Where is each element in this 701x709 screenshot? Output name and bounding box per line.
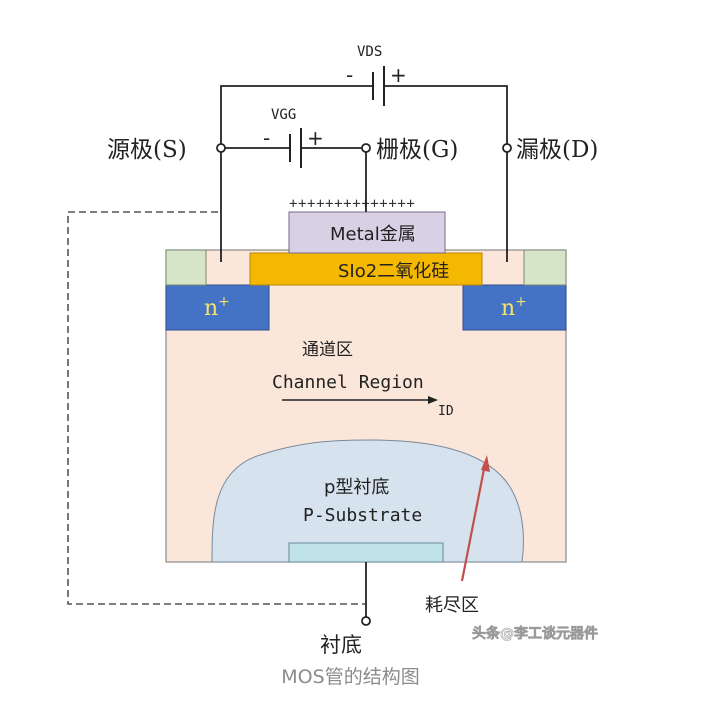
metal-label: Metal金属: [330, 224, 416, 245]
vgg-plus: +: [307, 126, 324, 150]
depletion-pointer-arrow: [460, 463, 487, 582]
vgg-minus: -: [263, 126, 270, 150]
watermark: 头条@李工谈元器件: [472, 625, 598, 642]
n-plus-left-label: n+: [204, 294, 230, 321]
source-terminal: [216, 143, 226, 153]
n-plus-region-left: [165, 284, 270, 331]
channel-label-en: Channel Region: [272, 372, 424, 393]
metal-gate: [288, 211, 446, 254]
vgg-label: VGG: [271, 107, 296, 123]
drain-current-arrowhead: [428, 396, 438, 404]
gate-charges: ++++++++++++++: [289, 196, 415, 212]
contact-block-right: [523, 249, 567, 286]
vds-plus: +: [390, 63, 407, 87]
substrate-label-cn: p型衬底: [324, 477, 389, 498]
figure-caption: MOS管的结构图: [281, 666, 420, 688]
drain-terminal: [502, 143, 512, 153]
depletion-label: 耗尽区: [425, 595, 479, 616]
vds-minus: -: [346, 63, 353, 87]
oxide-label: SIo2二氧化硅: [338, 261, 449, 282]
drain-current-label: ID: [438, 404, 454, 419]
depletion-pointer-arrowhead: [481, 455, 490, 472]
depletion-region: [211, 439, 524, 563]
gate-terminal: [361, 143, 371, 153]
body-contact-plate: [288, 542, 444, 563]
body-dashed-connection: [67, 211, 366, 605]
substrate-label-en: P-Substrate: [303, 505, 422, 526]
source-label: 源极(S): [107, 137, 187, 163]
gate-label: 栅极(G): [376, 137, 458, 163]
vds-label: VDS: [357, 44, 382, 60]
body-terminal-label: 衬底: [320, 633, 362, 657]
body-terminal: [361, 616, 371, 626]
channel-label-cn: 通道区: [302, 340, 353, 360]
oxide-layer: [249, 252, 483, 286]
n-plus-region-right: [462, 284, 567, 331]
wire-vds-loop: [220, 85, 508, 148]
drain-label: 漏极(D): [516, 137, 598, 163]
n-plus-right-label: n+: [501, 294, 527, 321]
contact-block-left: [165, 249, 207, 286]
